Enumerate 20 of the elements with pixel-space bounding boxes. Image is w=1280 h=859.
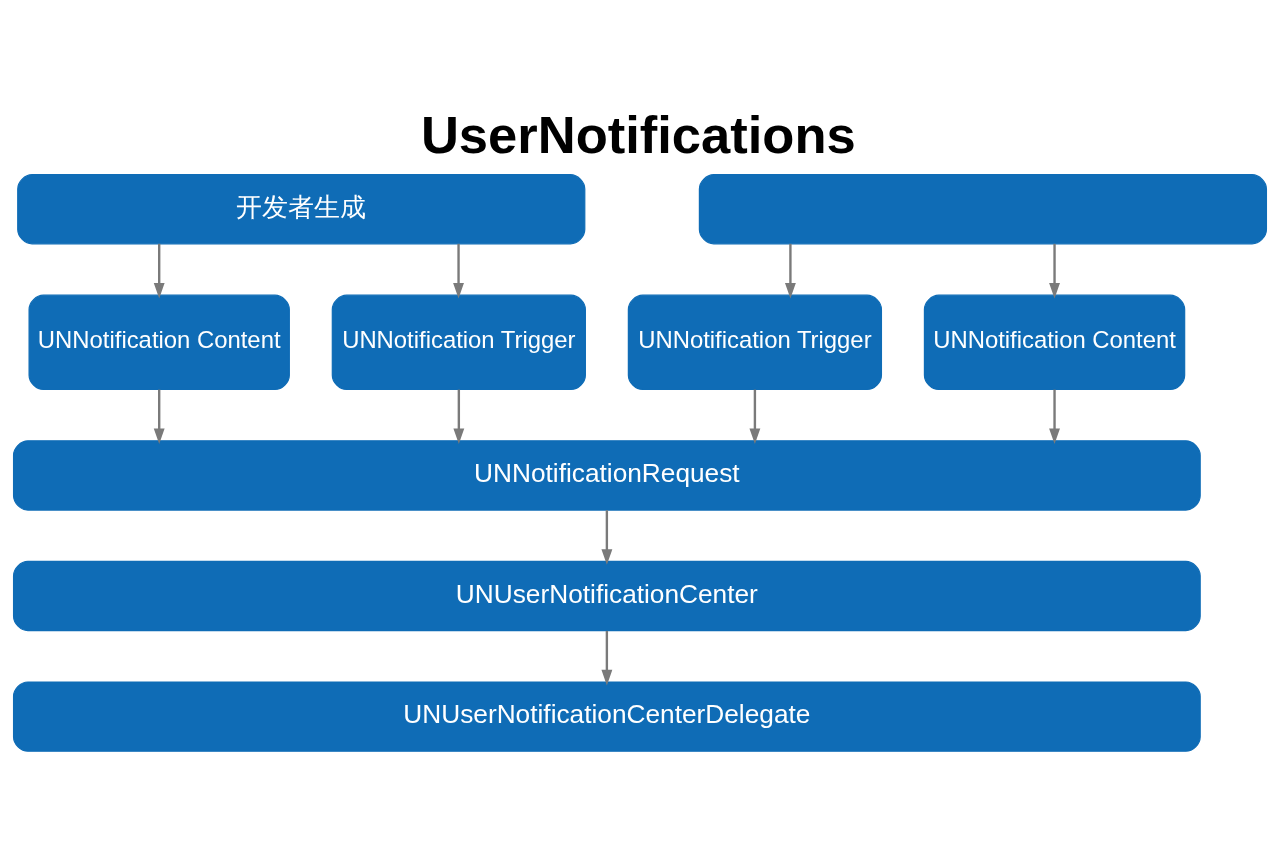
arrow [601, 630, 613, 686]
arrow [784, 243, 796, 299]
arrow [749, 389, 761, 445]
node-box: UNNotification Trigger [627, 294, 883, 391]
arrow [1049, 389, 1060, 445]
node-box: 开发者生成 [17, 174, 586, 245]
arrow [453, 389, 465, 445]
node-box: UNUserNotificationCenterDelegate [12, 681, 1201, 752]
arrow [1049, 243, 1060, 299]
node-box: UNUserNotificationCenter [12, 560, 1201, 632]
arrow [453, 243, 464, 299]
arrow [153, 389, 165, 445]
arrow [153, 243, 165, 299]
arrow [601, 510, 613, 565]
node-box [698, 174, 1268, 245]
node-box: UNNotificationRequest [12, 440, 1201, 511]
node-box: UNNotification Trigger [331, 294, 586, 391]
node-box: UNNotification Content [923, 294, 1186, 391]
diagram-title: UserNotifications [420, 105, 856, 165]
node-box: UNNotification Content [28, 294, 290, 391]
